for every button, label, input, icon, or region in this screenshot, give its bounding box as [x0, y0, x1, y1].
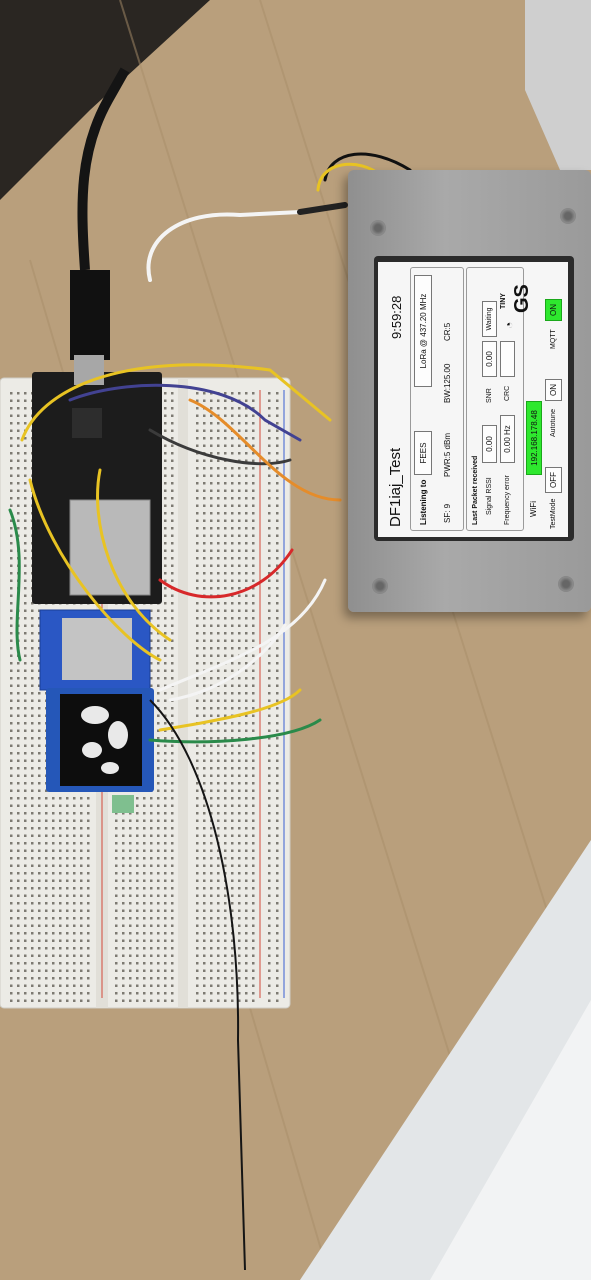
esp32-board [32, 270, 162, 604]
dark-background [0, 0, 210, 200]
signal-rssi-field: 0.00 [482, 425, 497, 463]
world-map-image [81, 706, 128, 774]
listening-to-label: Listening to [419, 479, 428, 525]
bw-value: BW:125.00 [443, 363, 452, 403]
touchscreen[interactable]: DF1iaj_Test 9:59:28 Listening to FEES Lo… [378, 262, 568, 537]
wifi-label: WiFi [529, 501, 538, 517]
wifi-ip-badge: 192.168.178.48 [526, 401, 542, 475]
snr-field: 0.00 [482, 341, 497, 377]
logo-small-text: TINY [500, 293, 507, 309]
testmode-label: TestMode [550, 498, 557, 529]
tinygs-logo: ◔ TINY GS [498, 267, 540, 329]
autotune-toggle[interactable]: ON [545, 379, 562, 401]
station-title: DF1iaj_Test [387, 447, 404, 527]
lora-info-field: LoRa @ 437.20 MHz [414, 275, 432, 387]
crc-label: CRC [504, 385, 511, 401]
screw-icon [558, 576, 574, 592]
sf-value: SF: 9 [443, 503, 452, 523]
frequency-error-field: 0.00 Hz [500, 415, 515, 463]
testmode-toggle[interactable]: OFF [545, 467, 562, 493]
snr-label: SNR [486, 388, 493, 403]
signal-rssi-label: Signal RSSI [486, 477, 493, 515]
antenna-wire [149, 699, 246, 1271]
satellite-dish-logo: ◔ [502, 321, 516, 329]
screw-icon [370, 220, 386, 236]
touchscreen-content: DF1iaj_Test 9:59:28 Listening to FEES Lo… [378, 262, 568, 537]
screw-icon [372, 578, 388, 594]
usb-cable [77, 67, 130, 271]
crc-field [500, 341, 515, 377]
waiting-status: Waiting [482, 301, 497, 337]
pwr-value: PWR:5 dBm [443, 432, 452, 477]
white-panel-edge [430, 1000, 591, 1280]
last-packet-label: Last Packet received [472, 455, 479, 525]
lora-shield [62, 618, 132, 680]
frequency-error-label: Frequency error [504, 475, 511, 525]
mqtt-toggle[interactable]: ON [545, 299, 562, 321]
screw-icon [560, 208, 576, 224]
listening-to-field[interactable]: FEES [414, 431, 432, 475]
mqtt-label: MQTT [550, 329, 557, 349]
clock: 9:59:28 [389, 295, 404, 339]
window-frame [525, 0, 591, 170]
autotune-label: Autotune [550, 408, 557, 437]
mini-usb-board [112, 795, 134, 813]
logo-large-text: GS [511, 284, 533, 313]
cr-value: CR:5 [443, 322, 452, 341]
